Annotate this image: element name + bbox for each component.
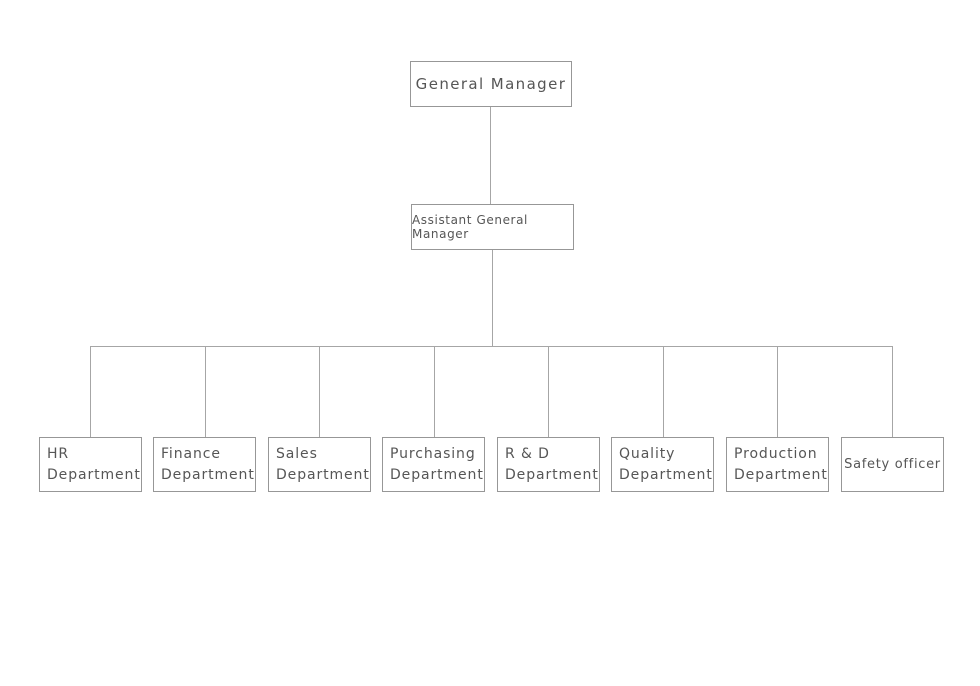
node-department-label: Department [505, 466, 599, 483]
connector-horizontal-bus [90, 346, 893, 347]
connector-bus-to-dept [663, 346, 664, 437]
node-department-label: Department [390, 466, 484, 483]
node-general-manager[interactable]: General Manager [410, 61, 572, 107]
node-department-label: HR [47, 445, 70, 462]
node-department-label: Department [161, 466, 255, 483]
connector-bus-to-dept [548, 346, 549, 437]
connector-gm-to-agm [490, 107, 491, 204]
connector-bus-to-dept [319, 346, 320, 437]
node-department-label: Production [734, 445, 818, 462]
node-department-label: Department [734, 466, 828, 483]
connector-bus-to-dept [90, 346, 91, 437]
node-department-label: R & D [505, 445, 550, 462]
node-department[interactable]: R & D Department [497, 437, 600, 492]
node-department-label: Department [47, 466, 141, 483]
node-department-label: Quality [619, 445, 676, 462]
node-assistant-general-manager-label: Assistant General Manager [412, 213, 528, 241]
node-department[interactable]: HR Department [39, 437, 142, 492]
node-department[interactable]: Safety officer [841, 437, 944, 492]
node-department-label: Purchasing [390, 445, 476, 462]
connector-bus-to-dept [434, 346, 435, 437]
node-department-label: Safety officer [844, 457, 941, 472]
node-assistant-general-manager[interactable]: Assistant General Manager [411, 204, 574, 250]
node-department-label: Department [276, 466, 370, 483]
connector-agm-to-bus [492, 250, 493, 346]
node-department-label: Finance [161, 445, 221, 462]
connector-bus-to-dept [892, 346, 893, 437]
connector-bus-to-dept [205, 346, 206, 437]
connector-bus-to-dept [777, 346, 778, 437]
node-department-label: Department [619, 466, 713, 483]
node-department-label: Sales [276, 445, 318, 462]
node-general-manager-label: General Manager [415, 75, 567, 93]
